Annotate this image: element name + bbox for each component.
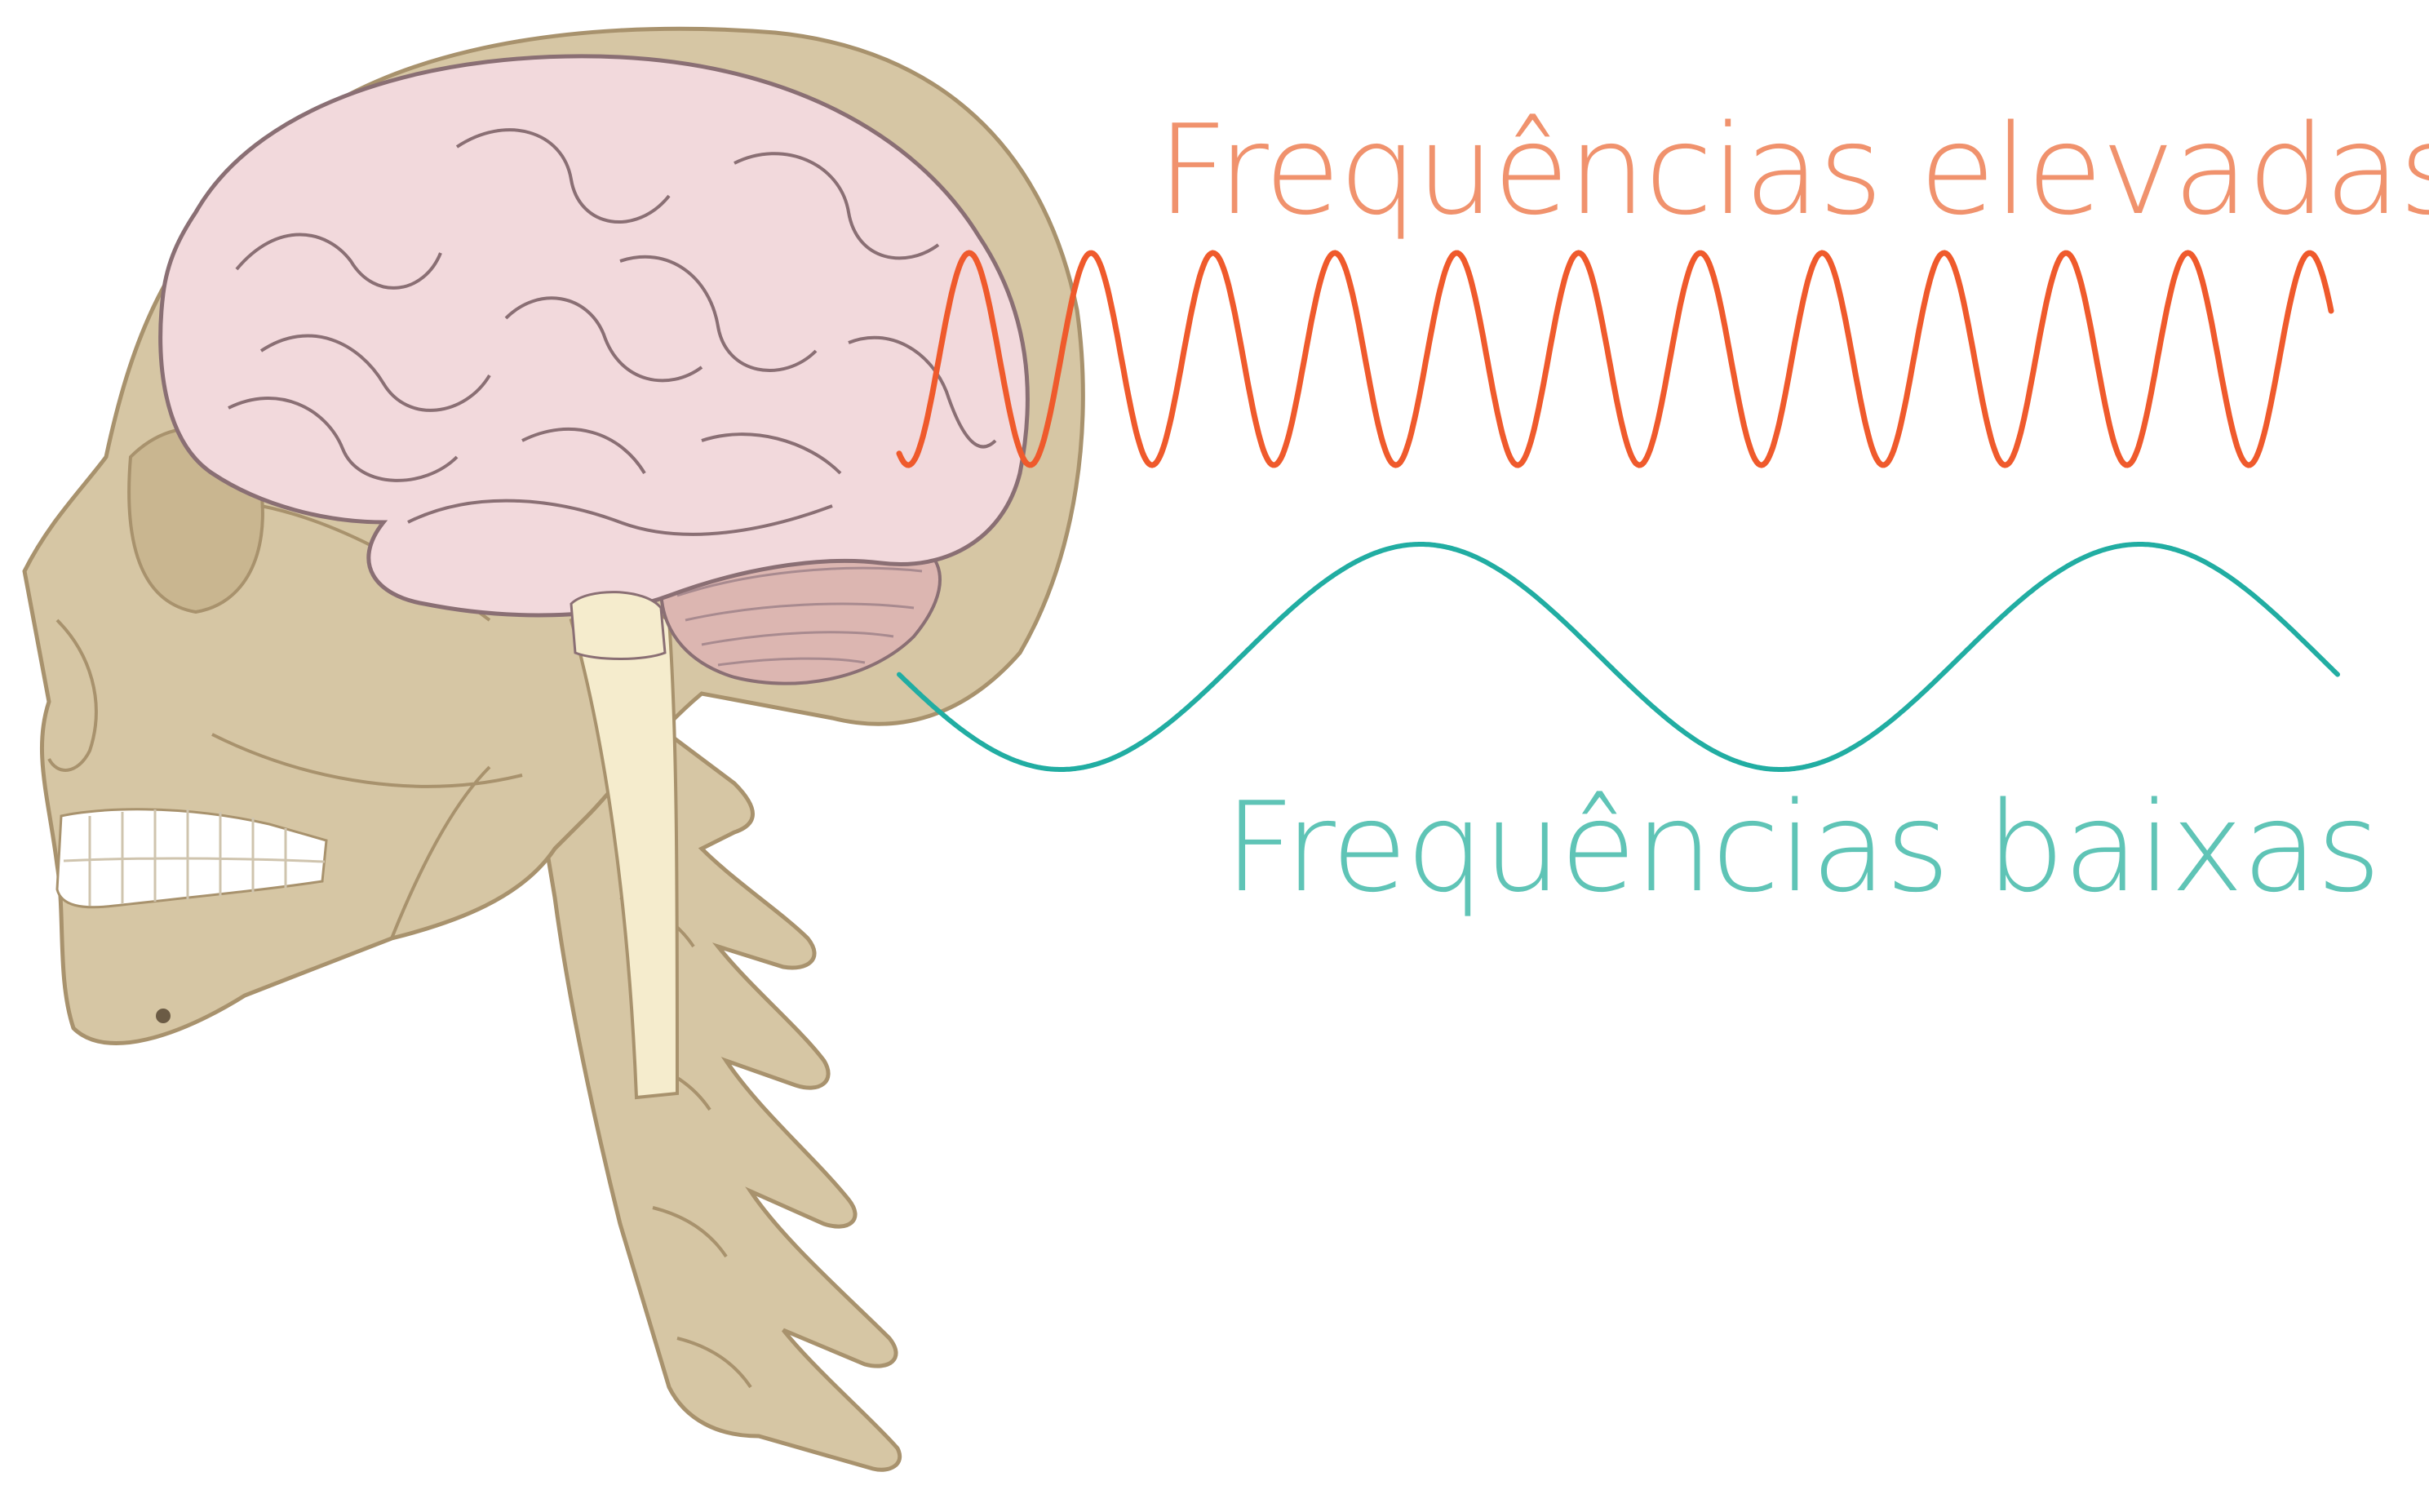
teeth	[55, 808, 328, 909]
low-frequency-wave	[897, 542, 2340, 772]
high-frequency-label: Frequências elevadas	[1157, 98, 2429, 242]
high-frequency-wave	[896, 250, 2334, 468]
low-frequency-label: Frequências baixas	[1224, 775, 2381, 920]
brain	[158, 54, 1030, 660]
